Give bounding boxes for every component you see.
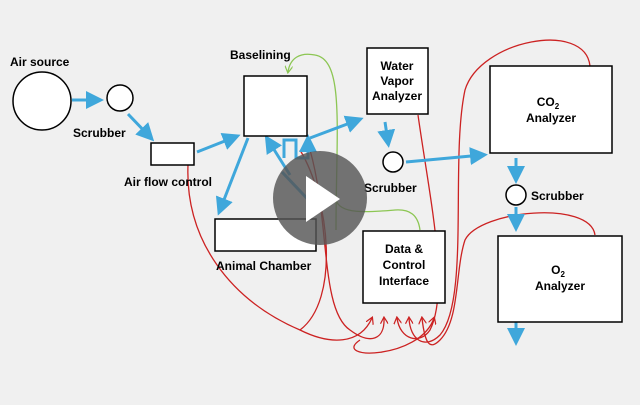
signal-line-feedback: [353, 318, 434, 354]
co2-analyzer-box: [489, 65, 613, 154]
baselining-box: [243, 75, 308, 137]
dci-label-2: Control: [383, 258, 426, 272]
air-flow-control-box: [150, 142, 195, 166]
air-flow-control-label: Air flow control: [124, 175, 212, 189]
animal-chamber-label: Animal Chamber: [216, 259, 312, 273]
flow-scrubber-to-flowcontrol: [126, 112, 155, 142]
o2-analyzer-label: Analyzer: [535, 279, 585, 293]
flow-flowcontrol-to-baselining: [196, 133, 241, 154]
signal-line-o2: [422, 212, 596, 346]
flow-scrubber-to-co2: [405, 147, 488, 166]
air-flow-arrows: [72, 91, 525, 346]
water-vapor-analyzer-box: [366, 47, 429, 115]
scrubber-2-label: Scrubber: [364, 181, 417, 195]
scrubber-3-circle: [505, 184, 527, 206]
labels: Air source Scrubber Air flow control Bas…: [10, 48, 585, 293]
scrubber-1-circle: [106, 84, 134, 112]
co2-analyzer-label: Analyzer: [526, 111, 576, 125]
o2-analyzer-box: [497, 235, 623, 323]
water-vapor-label-2: Vapor: [380, 74, 414, 88]
dci-label-3: Interface: [379, 274, 429, 288]
water-vapor-label-3: Analyzer: [372, 89, 422, 103]
signal-line-water-vapor: [397, 114, 440, 340]
dci-label-1: Data &: [385, 242, 423, 256]
play-icon[interactable]: [306, 176, 340, 222]
co2-subscript: 2: [555, 102, 560, 111]
flow-baselining-to-watervapor: [309, 115, 364, 140]
o2-label: O2: [551, 263, 565, 279]
signal-line-co2: [409, 39, 591, 343]
water-vapor-label-1: Water: [381, 59, 414, 73]
flow-baselining-to-chamber: [215, 137, 250, 216]
flow-watervapor-to-scrubber: [377, 121, 396, 148]
air-source-label: Air source: [10, 55, 70, 69]
scrubber-1-label: Scrubber: [73, 126, 126, 140]
co2-main: CO: [537, 95, 555, 109]
o2-main: O: [551, 263, 560, 277]
data-control-interface-box: [362, 230, 446, 304]
baselining-label: Baselining: [230, 48, 291, 62]
scrubber-2-circle: [382, 151, 404, 173]
o2-subscript: 2: [560, 270, 565, 279]
scrubber-3-label: Scrubber: [531, 189, 584, 203]
co2-label: CO2: [537, 95, 560, 111]
signal-line-airflow: [187, 164, 372, 341]
air-source-circle: [12, 71, 72, 131]
play-button[interactable]: [273, 151, 367, 245]
